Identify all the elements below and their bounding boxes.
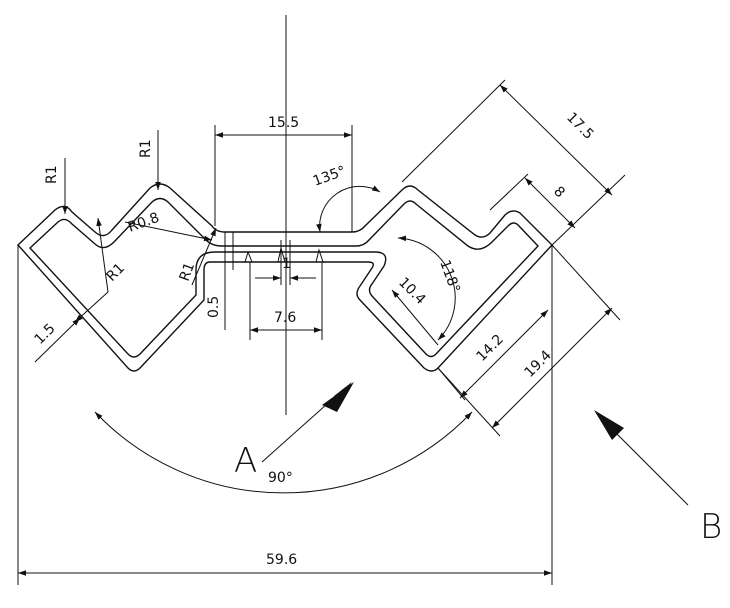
dim-10-4: 10.4 <box>395 275 428 308</box>
view-b-arrowhead <box>594 410 624 440</box>
view-a-label: A <box>234 441 257 481</box>
dim-59-6: 59.6 <box>266 552 297 568</box>
dim-19-4-line <box>491 307 613 429</box>
view-a-arrowhead <box>322 382 354 412</box>
radius-r0-8: R0.8 <box>126 210 162 236</box>
profile-inner-contour <box>29 197 539 358</box>
dim-1: 1 <box>282 256 291 272</box>
dim-8: 8 <box>550 184 568 202</box>
dim-7-6: 7.6 <box>274 310 296 326</box>
dim-14-2: 14.2 <box>474 331 507 364</box>
radius-r1-mid: R1 <box>138 139 154 158</box>
radius-r1-lower: R1 <box>104 260 128 284</box>
radius-r1-small: R1 <box>177 260 198 283</box>
radius-r1-left: R1 <box>44 165 60 184</box>
profile-outer-contour <box>17 183 553 372</box>
dim-17-5: 17.5 <box>563 110 596 143</box>
dim-1-5: 1.5 <box>32 321 59 348</box>
view-b-label: B <box>700 507 722 547</box>
dim-0-5: 0.5 <box>206 296 222 318</box>
dim-19-4: 19.4 <box>522 347 555 380</box>
angle-118: 118° <box>436 258 463 295</box>
dim-8-line <box>524 177 576 229</box>
dim-17-5-line <box>499 84 613 196</box>
angle-135: 135° <box>311 163 348 190</box>
angle-90: 90° <box>268 470 293 486</box>
dim-15-5: 15.5 <box>268 115 299 131</box>
